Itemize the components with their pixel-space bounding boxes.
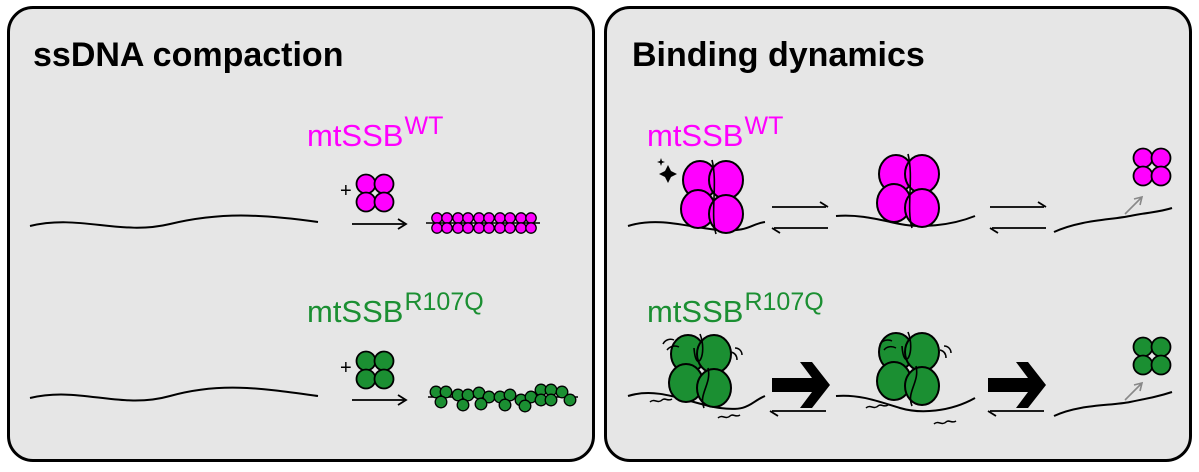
equilibrium-arrows-icon	[771, 201, 829, 234]
ssdna-strand	[29, 386, 319, 402]
label-mtssb-r107q: mtSSBR107Q	[647, 288, 824, 329]
equilibrium-arrows-icon	[989, 201, 1047, 234]
fast-dissociation-arrow-icon	[987, 362, 1046, 417]
wt-bound-state-2	[835, 153, 976, 229]
plus-sign: +	[340, 180, 352, 202]
reaction-arrow-icon	[352, 218, 408, 230]
label-mtssb-r107q: mtSSBR107Q	[307, 288, 484, 329]
r107q-tetramer-icon	[355, 350, 395, 390]
label-mtssb-wt: mtSSBWT	[647, 112, 784, 153]
release-arrow-icon	[1124, 195, 1144, 215]
reaction-arrow-icon	[352, 394, 408, 406]
panel-title-ssdna-compaction: ssDNA compaction	[33, 36, 344, 74]
wt-bound-state-1	[627, 158, 766, 235]
ssdna-strand	[29, 214, 319, 229]
panel-ssdna-compaction	[7, 6, 595, 462]
panel-title-binding-dynamics: Binding dynamics	[632, 36, 925, 74]
release-arrow-icon	[1124, 381, 1144, 401]
r107q-bound-state-2	[835, 331, 976, 425]
compacted-r107q-ssdna	[428, 383, 578, 413]
compacted-wt-ssdna	[426, 212, 540, 234]
fast-dissociation-arrow-icon	[769, 362, 830, 417]
wt-free-state	[1053, 147, 1173, 233]
wt-tetramer-icon	[355, 173, 395, 213]
r107q-free-state	[1053, 336, 1173, 417]
label-mtssb-wt: mtSSBWT	[307, 112, 444, 153]
plus-sign: +	[340, 357, 352, 379]
r107q-bound-state-1	[627, 333, 766, 419]
sparkle-icon	[657, 158, 677, 183]
